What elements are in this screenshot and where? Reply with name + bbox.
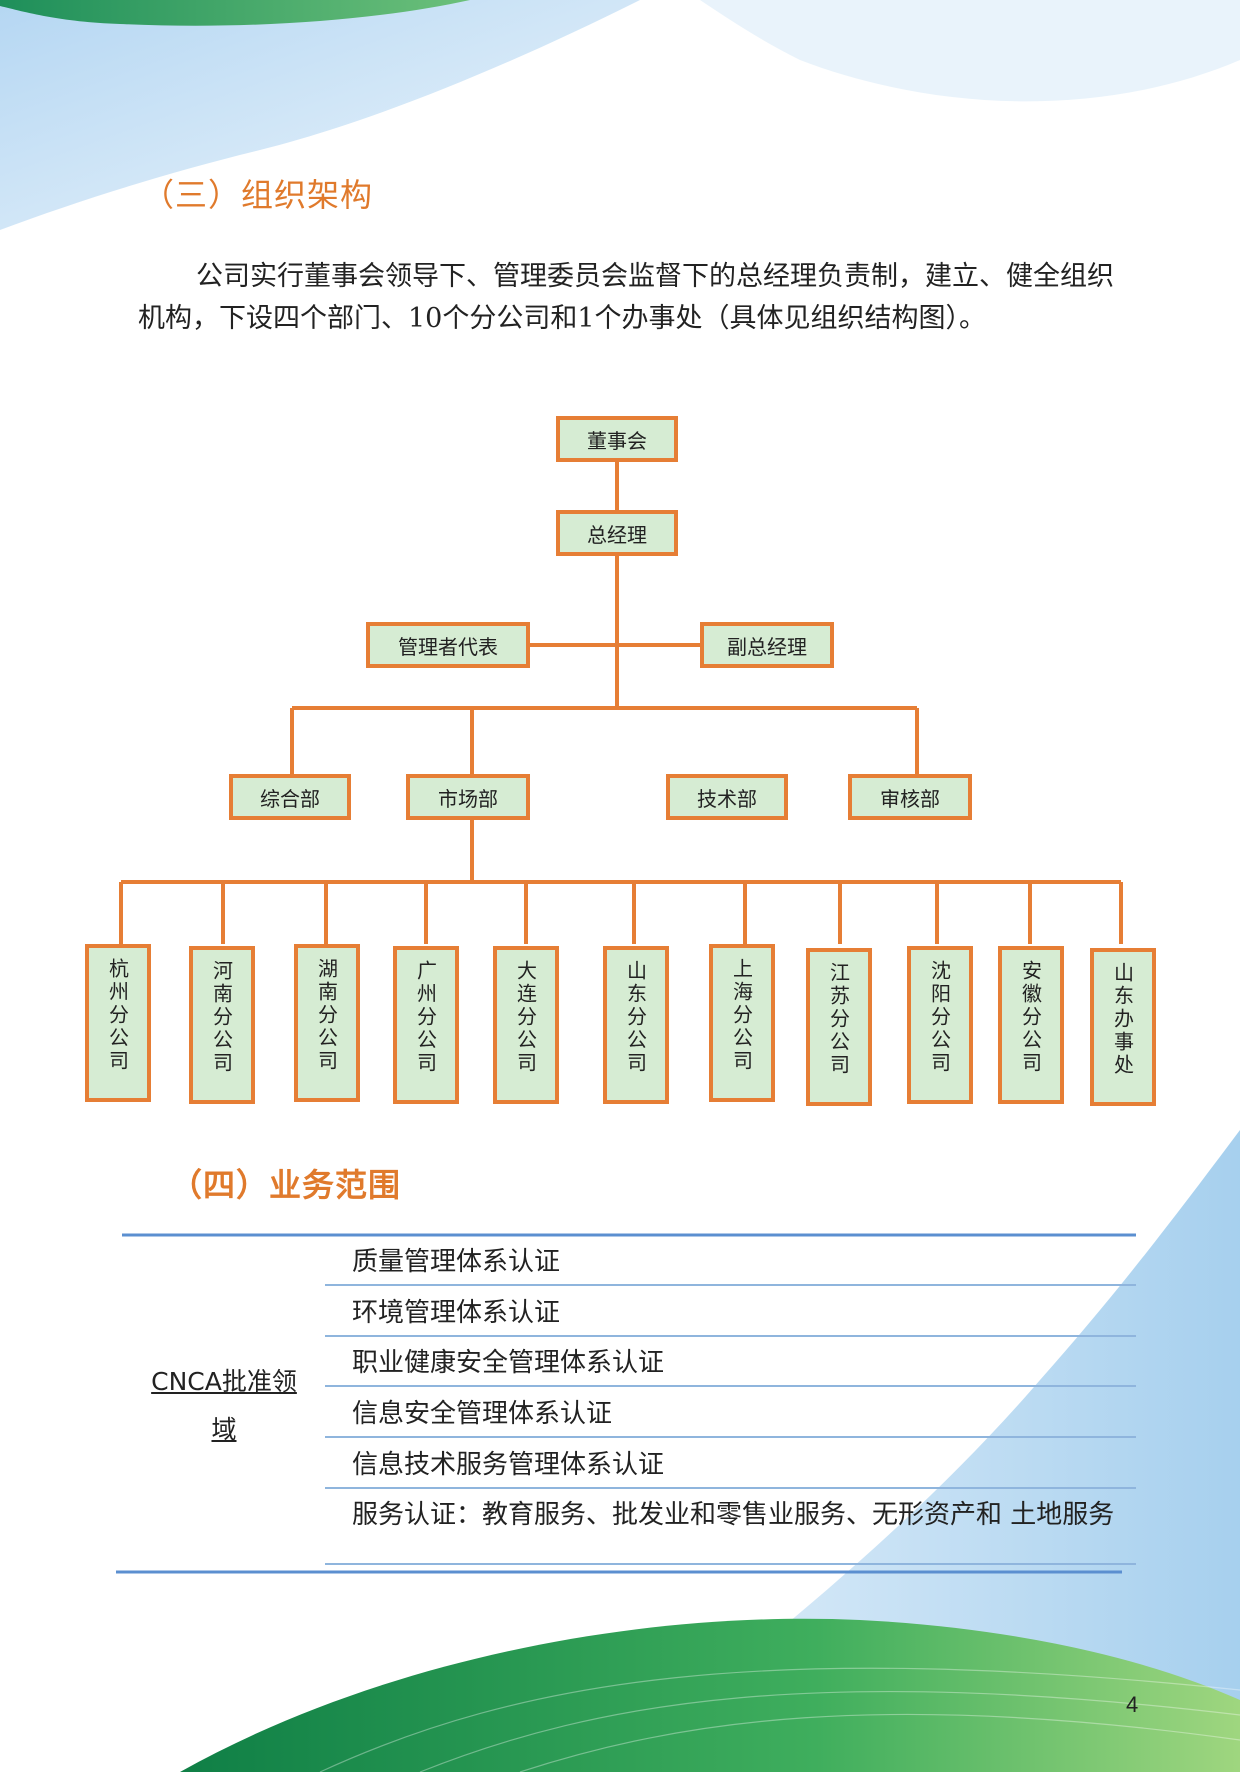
org-box-department: 审核部 <box>848 774 972 820</box>
org-box-department: 综合部 <box>229 774 351 820</box>
section-heading-business-scope: （四）业务范围 <box>170 1166 402 1204</box>
org-box-branch: 杭州分公司 <box>85 944 151 1102</box>
org-box-department: 市场部 <box>406 774 530 820</box>
top-green-swoosh <box>0 0 470 26</box>
org-box-deputy-general-manager: 副总经理 <box>700 622 834 668</box>
scope-item: 环境管理体系认证 <box>352 1298 561 1328</box>
page-number: 4 <box>1126 1692 1139 1717</box>
scope-item: 质量管理体系认证 <box>352 1247 561 1277</box>
scope-item: 服务认证：教育服务、批发业和零售业服务、无形资产和 土地服务 <box>352 1500 1115 1530</box>
top-right-blue <box>700 0 1240 102</box>
section-heading-organization: （三）组织架构 <box>142 176 374 214</box>
scope-item: 信息技术服务管理体系认证 <box>352 1450 665 1480</box>
org-box-branch: 大连分公司 <box>493 946 559 1104</box>
org-box-branch: 上海分公司 <box>709 944 775 1102</box>
org-box-branch: 山东办事处 <box>1090 948 1156 1106</box>
org-box-branch: 沈阳分公司 <box>907 946 973 1104</box>
scope-item: 信息安全管理体系认证 <box>352 1399 613 1429</box>
org-box-branch: 广州分公司 <box>393 946 459 1104</box>
scope-item: 职业健康安全管理体系认证 <box>352 1348 665 1378</box>
org-box-branch: 安徽分公司 <box>998 946 1064 1104</box>
bottom-green-swoosh <box>180 1618 1240 1772</box>
org-box-branch: 山东分公司 <box>603 946 669 1104</box>
org-box-branch: 江苏分公司 <box>806 948 872 1106</box>
org-box-board: 董事会 <box>556 416 678 462</box>
org-box-branch: 湖南分公司 <box>294 944 360 1102</box>
org-box-department: 技术部 <box>666 774 788 820</box>
bottom-right-blue <box>600 1130 1240 1772</box>
scope-category-label: CNCA批准领域 <box>151 1367 297 1444</box>
org-box-general-manager: 总经理 <box>556 510 678 556</box>
top-blue-swoosh <box>0 0 640 230</box>
org-box-branch: 河南分公司 <box>189 946 255 1104</box>
organization-paragraph: 公司实行董事会领导下、管理委员会监督下的总经理负责制，建立、健全组织机构，下设四… <box>138 261 1114 334</box>
org-box-management-representative: 管理者代表 <box>366 622 530 668</box>
